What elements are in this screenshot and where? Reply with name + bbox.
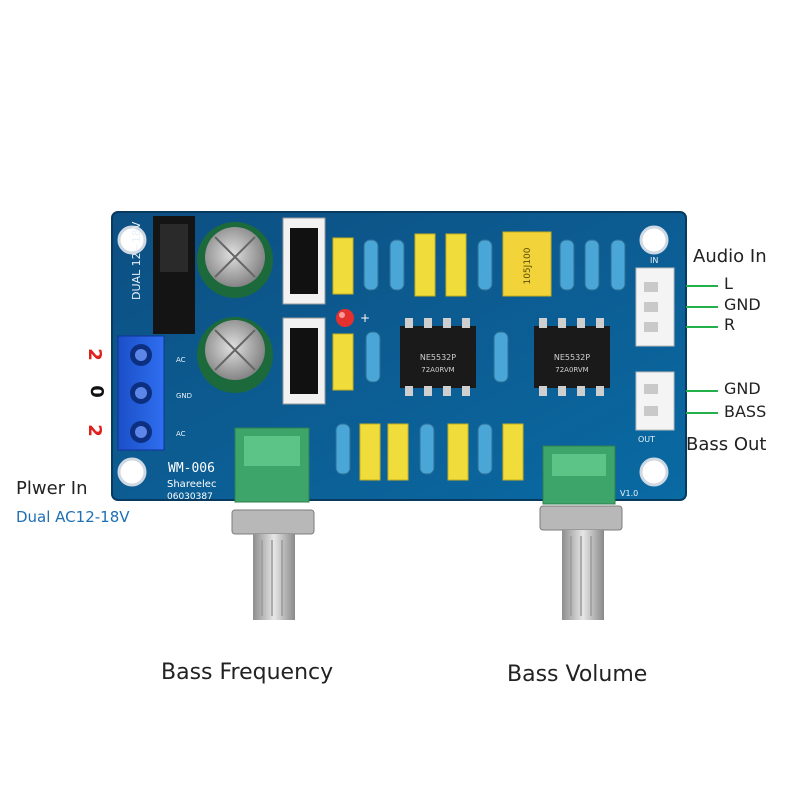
terminal-pin-3: AC: [176, 430, 186, 438]
connector-out-label: OUT: [638, 435, 655, 444]
pin-line-r: [686, 326, 718, 328]
cap-marking: 105J100: [523, 247, 533, 284]
power-in-label: Plwer In: [16, 478, 88, 499]
heatsink-bottom: [282, 317, 326, 405]
audio-in-label: Audio In: [693, 246, 767, 267]
bass-out-pin-gnd: GND: [724, 379, 761, 398]
ic-2: [534, 318, 610, 396]
ic-2-code: 72A0RVM: [555, 366, 588, 374]
bass-out-pin-bass: BASS: [724, 402, 767, 421]
connector-out: [635, 371, 675, 431]
screw-terminal: [117, 335, 165, 451]
pot-bass-volume: [539, 445, 623, 620]
board-serial: 06030387: [167, 492, 213, 502]
capacitor-top: [197, 222, 273, 298]
audio-in-pin-gnd: GND: [724, 295, 761, 314]
pin-line-gnd: [686, 306, 718, 308]
bass-volume-label: Bass Volume: [507, 662, 648, 687]
board-brand: Shareelec: [167, 479, 216, 490]
power-silk: DUAL 12~18V: [130, 221, 143, 300]
terminal-pin-1: AC: [176, 356, 186, 364]
bass-out-label: Bass Out: [686, 434, 767, 455]
terminal-pin-2: GND: [176, 392, 192, 400]
capacitor-bottom: [197, 317, 273, 393]
terminal-mark-1: 2: [83, 348, 105, 361]
ic-1-code: 72A0RVM: [421, 366, 454, 374]
audio-in-pin-l: L: [724, 274, 733, 293]
pin-line-l: [686, 285, 718, 287]
ic-1: [400, 318, 476, 396]
audio-in-pin-r: R: [724, 315, 736, 334]
regulator-1: [153, 216, 195, 334]
ic-2-text: NE5532P: [554, 353, 590, 362]
heatsink-top: [282, 217, 326, 305]
pot-bass-frequency: [231, 427, 315, 620]
board-version: V1.0: [620, 489, 638, 498]
connector-in: [635, 267, 675, 347]
power-spec-label: Dual AC12-18V: [16, 508, 130, 526]
terminal-mark-3: 2: [83, 424, 105, 437]
board-model: WM-006: [168, 461, 215, 476]
resistors: [335, 239, 626, 475]
ic-1-text: NE5532P: [420, 353, 456, 362]
pin-line-out-bass: [686, 412, 718, 414]
led-red: [336, 309, 354, 327]
pin-line-out-gnd: [686, 390, 718, 392]
connector-in-label: IN: [650, 256, 658, 265]
film-capacitors: [332, 231, 552, 481]
bass-frequency-label: Bass Frequency: [161, 660, 334, 685]
terminal-mark-2: 0: [85, 385, 107, 398]
led-plus-sign: +: [360, 311, 370, 325]
